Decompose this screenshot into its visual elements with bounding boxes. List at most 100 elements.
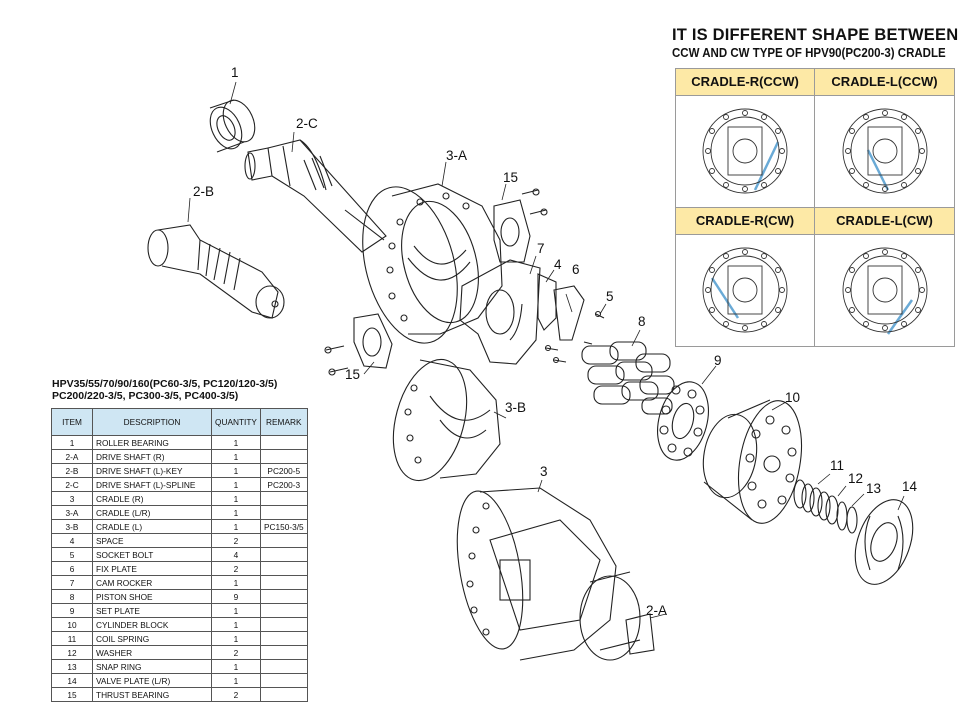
- cell-remark: [259, 561, 308, 576]
- cell-quantity: 1: [211, 505, 261, 520]
- cell-description: SOCKET BOLT: [92, 547, 212, 562]
- cell-remark: [259, 673, 308, 688]
- cradle-r-ccw-panel: CRADLE-R(CCW): [676, 69, 815, 208]
- cell-item: 11: [51, 631, 93, 646]
- cell-item: 4: [51, 533, 93, 548]
- callout-8: 8: [638, 314, 646, 329]
- callout-7: 7: [537, 241, 545, 256]
- thrust-bearing-upper-part: [493, 188, 548, 263]
- cell-item: 15: [51, 687, 93, 702]
- parts-table-header: ITEM DESCRIPTION QUANTITY REMARK: [51, 408, 308, 436]
- cell-quantity: 1: [211, 631, 261, 646]
- pump-model-line-1: HPV35/55/70/90/160(PC60-3/5, PC120/120-3…: [52, 378, 278, 390]
- space-part: [537, 273, 557, 331]
- cell-quantity: 1: [211, 659, 261, 674]
- cam-rocker-part: [459, 259, 541, 365]
- callout-3-b: 3-B: [505, 400, 527, 415]
- valve-plate-part: [854, 499, 914, 585]
- cell-remark: PC200-3: [259, 477, 308, 492]
- cell-remark: [259, 659, 308, 674]
- cradle-l-ccw-panel: CRADLE-L(CCW): [815, 69, 954, 208]
- callout-11: 11: [830, 458, 845, 473]
- cell-description: COIL SPRING: [92, 631, 212, 646]
- cell-remark: PC150-3/5: [259, 519, 308, 534]
- cell-remark: [259, 589, 308, 604]
- cylinder-block-part: [702, 399, 802, 524]
- cell-item: 2-A: [51, 449, 93, 464]
- callout-5: 5: [606, 289, 614, 304]
- cell-quantity: 2: [211, 533, 261, 548]
- cell-item: 2-C: [51, 477, 93, 492]
- cell-item: 3-B: [51, 519, 93, 534]
- cell-quantity: 1: [211, 463, 261, 478]
- drive-shaft-key-part: [147, 224, 285, 319]
- snap-ring-part: [846, 506, 858, 534]
- cradle-r-ccw-drawing: [702, 108, 788, 194]
- cell-description: VALVE PLATE (L/R): [92, 673, 212, 688]
- cell-remark: [259, 575, 308, 590]
- cell-quantity: 1: [211, 617, 261, 632]
- cell-quantity: 2: [211, 645, 261, 660]
- cell-quantity: 1: [211, 435, 261, 450]
- callout-1: 1: [231, 65, 239, 80]
- cell-quantity: 1: [211, 603, 261, 618]
- cell-remark: [259, 617, 308, 632]
- cradle-l-ccw-highlight: [866, 149, 890, 191]
- cell-remark: PC200-5: [259, 463, 308, 478]
- header-remark: REMARK: [259, 408, 308, 436]
- callout-3: 3: [540, 464, 548, 479]
- thrust-bearing-lower-part: [324, 313, 393, 376]
- cradle-l-cw-highlight: [886, 299, 914, 335]
- cell-description: DRIVE SHAFT (R): [92, 449, 212, 464]
- roller-bearing-part: [209, 99, 256, 153]
- callout-10: 10: [785, 390, 801, 405]
- cell-quantity: 1: [211, 449, 261, 464]
- cell-quantity: 2: [211, 561, 261, 576]
- cell-description: DRIVE SHAFT (L)-SPLINE: [92, 477, 212, 492]
- drive-shaft-spline-part: [244, 139, 387, 253]
- header-description: DESCRIPTION: [92, 408, 212, 436]
- cradle-l-ccw-label: CRADLE-L(CCW): [815, 69, 954, 96]
- cell-description: CRADLE (L/R): [92, 505, 212, 520]
- pump-model-title: HPV35/55/70/90/160(PC60-3/5, PC120/120-3…: [52, 378, 277, 402]
- cell-item: 10: [51, 617, 93, 632]
- callout-9: 9: [714, 353, 722, 368]
- cell-quantity: 1: [211, 491, 261, 506]
- cell-item: 2-B: [51, 463, 93, 478]
- cell-description: SNAP RING: [92, 659, 212, 674]
- cell-description: PISTON SHOE: [92, 589, 212, 604]
- cell-description: SPACE: [92, 533, 212, 548]
- fix-plate-part: [553, 285, 585, 341]
- cell-remark: [259, 449, 308, 464]
- cell-description: ROLLER BEARING: [92, 435, 212, 450]
- cradle-r-ccw-label: CRADLE-R(CCW): [676, 69, 814, 96]
- cradle-notice-heading: IT IS DIFFERENT SHAPE BETWEEN: [672, 26, 959, 44]
- cradle-r-cw-highlight: [710, 277, 740, 319]
- piston-shoes-part: [581, 341, 675, 415]
- cradle-r-cw-drawing: [702, 247, 788, 333]
- cell-quantity: 1: [211, 519, 261, 534]
- cell-item: 12: [51, 645, 93, 660]
- cell-description: WASHER: [92, 645, 212, 660]
- cell-remark: [259, 631, 308, 646]
- cell-item: 13: [51, 659, 93, 674]
- cell-quantity: 2: [211, 687, 261, 702]
- cell-remark: [259, 491, 308, 506]
- callout-15-lower: 15: [345, 367, 361, 382]
- cell-item: 1: [51, 435, 93, 450]
- cradle-r-cw-label: CRADLE-R(CW): [676, 208, 814, 235]
- cell-item: 9: [51, 603, 93, 618]
